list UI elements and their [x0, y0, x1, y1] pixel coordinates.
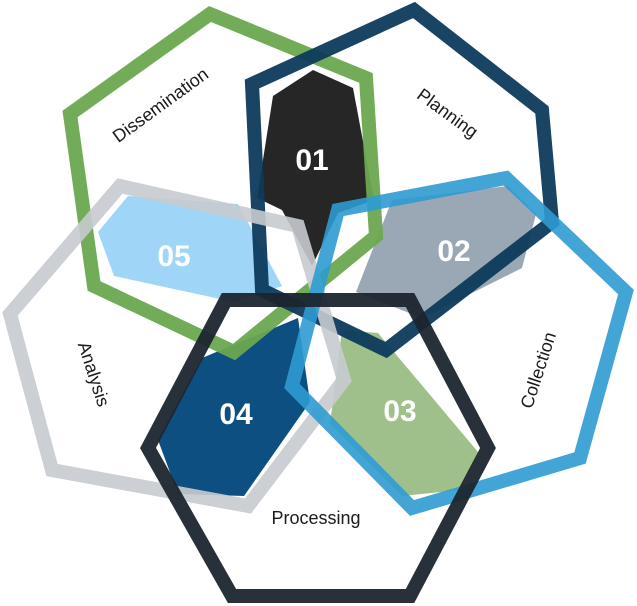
stage-03-outline — [140, 293, 496, 603]
stage-04-number: 04 — [219, 398, 253, 431]
stage-05-tile — [98, 196, 282, 302]
stage-02-label: Collection — [517, 329, 560, 410]
stage-05-number: 05 — [157, 240, 190, 273]
stage-03-label: Processing — [271, 508, 360, 528]
stage-04-label: Analysis — [74, 339, 114, 409]
stage-01-outline — [244, 1, 560, 359]
stage-05-outline — [62, 6, 384, 361]
stage-02-number: 02 — [437, 235, 470, 268]
stage-04-tile — [158, 318, 310, 496]
stage-04-outline — [2, 178, 352, 514]
stage-02-outline — [284, 170, 634, 516]
stage-03-number: 03 — [383, 395, 416, 428]
stage-01-label: Planning — [413, 84, 481, 141]
stage-01-number: 01 — [295, 144, 328, 177]
stage-02-tile — [356, 186, 536, 318]
